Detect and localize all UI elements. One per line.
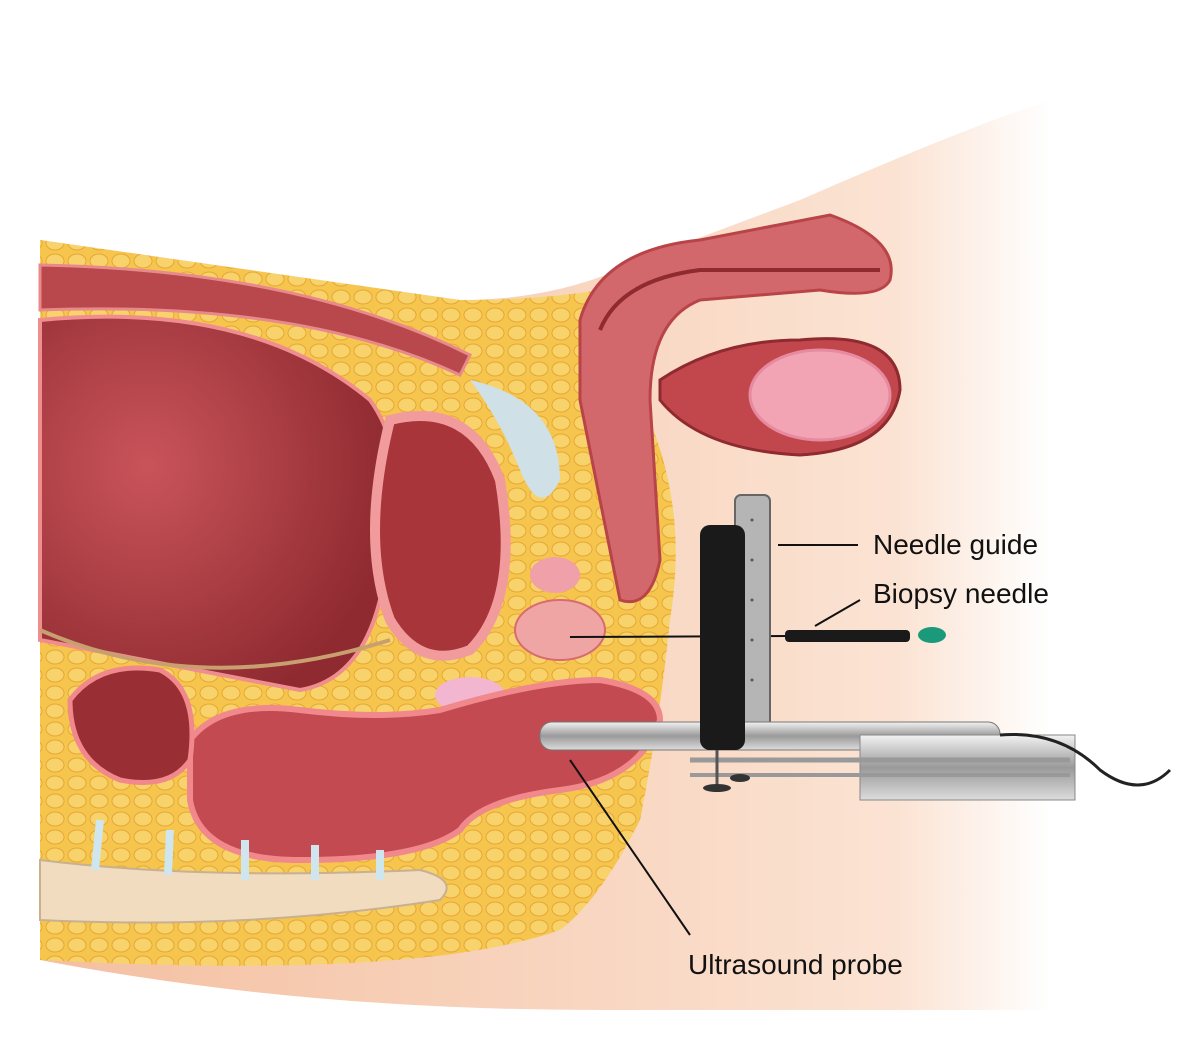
biopsy-needle-tip [918,627,946,643]
ultrasound-probe-leader [569,759,691,936]
probe-cable [999,732,1172,787]
penis [578,213,893,603]
colon-loop [67,665,195,785]
needle-guide [700,525,745,750]
biopsy-needle-leader [814,599,861,627]
testicle [748,348,892,442]
needle-guide-label: Needle guide [873,529,1039,560]
ultrasound-probe-label: Ultrasound probe [688,949,903,980]
biopsy-needle-handle [785,630,910,642]
biopsy-needle-label: Biopsy needle [873,578,1049,609]
bladder [370,411,511,661]
prostate [514,599,606,661]
spine [39,858,448,924]
abdominal-muscle [38,263,473,377]
